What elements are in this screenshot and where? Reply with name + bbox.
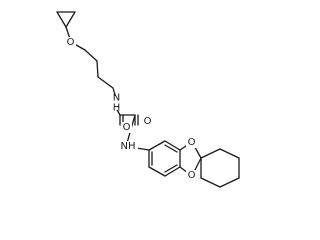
atom-label-carbonyl-oxygen-right: O: [142, 116, 153, 127]
cyclohexane-ring: [200, 148, 240, 188]
amide-h-label: H: [113, 103, 121, 114]
ether-oxygen-label: O: [67, 37, 75, 48]
dioxole-oxygen-top-label: O: [188, 137, 196, 148]
amide-n-label: N: [113, 93, 120, 104]
atom-label-carbonyl-oxygen-left: O: [121, 122, 132, 133]
atom-label-amide-nh-lower: NH: [118, 141, 138, 152]
cyclopropyl-ring: [56, 11, 76, 28]
atom-label-dioxole-oxygen-bottom: O: [186, 170, 197, 181]
benzene-ring: [148, 140, 181, 177]
amide-nh-lower-label: NH: [121, 141, 136, 152]
carbonyl-oxygen-left-label: O: [123, 122, 131, 133]
atom-label-amide-nh-upper: N H: [111, 93, 122, 114]
structure-diagram: O N H O O NH O O: [56, 11, 240, 188]
atom-label-ether-oxygen: O: [65, 37, 76, 48]
atom-label-dioxole-oxygen-top: O: [186, 137, 197, 148]
dioxole-oxygen-bottom-label: O: [188, 170, 196, 181]
carbonyl-oxygen-right-label: O: [144, 116, 152, 127]
